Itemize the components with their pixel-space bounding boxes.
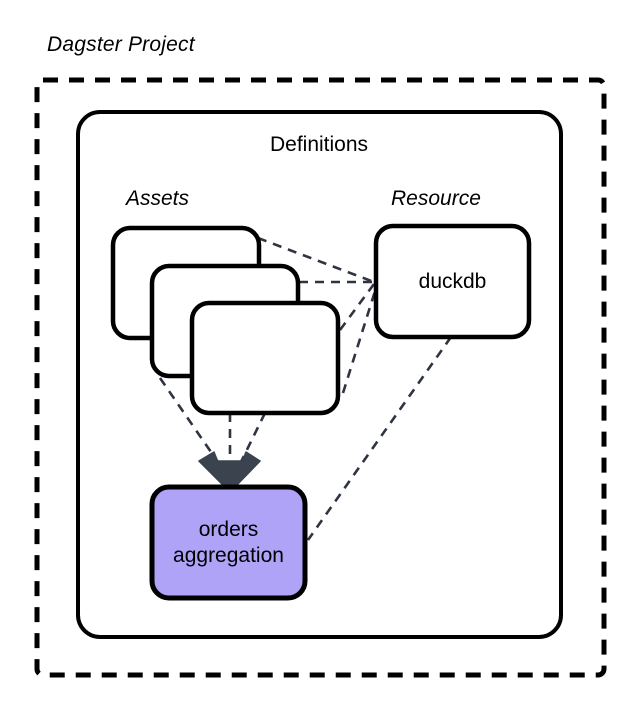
- dagster-project-boundary: [34, 77, 607, 678]
- arrowhead-fan-right-icon: [229, 451, 261, 493]
- edge-asset1-duckdb: [257, 236, 375, 284]
- edge-asset3b-duckdb: [341, 287, 378, 394]
- orders-aggregation-node[interactable]: [149, 484, 308, 601]
- duckdb-node[interactable]: [373, 223, 532, 340]
- page-title: Dagster Project: [47, 33, 195, 56]
- asset-box-3[interactable]: [189, 300, 341, 416]
- assets-group-label: Assets: [126, 187, 190, 210]
- edge-group-assets-to-duckdb: [257, 236, 378, 394]
- definitions-title: Definitions: [269, 133, 369, 156]
- edge-asset2-orders: [158, 377, 224, 469]
- resource-group-label: Resource: [391, 187, 481, 210]
- arrowhead-fan-left-icon: [198, 451, 231, 493]
